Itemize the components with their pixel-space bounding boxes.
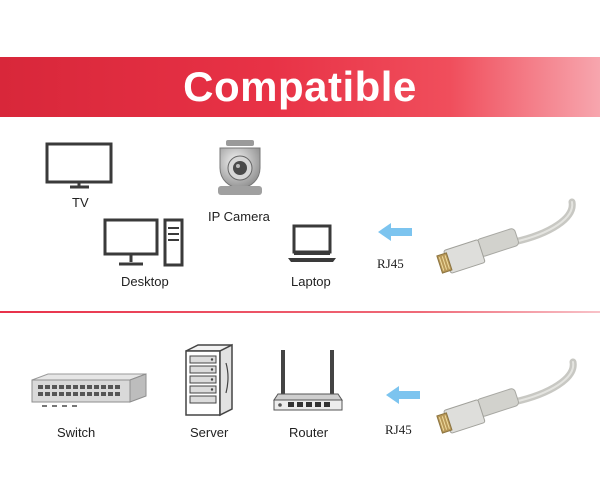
- banner-title: Compatible: [183, 63, 417, 110]
- device-label-server: Server: [190, 425, 229, 440]
- device-label-tv: TV: [72, 195, 89, 210]
- arrow-left-icon: [378, 223, 412, 241]
- ip-camera-icon: [218, 140, 262, 195]
- section-divider: [0, 311, 600, 313]
- laptop-icon: [288, 224, 336, 262]
- device-label-laptop: Laptop: [291, 274, 331, 289]
- arrow-left-icon: [386, 386, 420, 404]
- desktop-computer-icon: [103, 218, 184, 267]
- wifi-router-icon: [273, 350, 343, 411]
- device-label-ip-camera: IP Camera: [208, 209, 270, 224]
- network-switch-icon: [31, 373, 147, 407]
- ethernet-cable-icon: [436, 358, 577, 434]
- device-label-router: Router: [289, 425, 329, 440]
- connector-label-rj45: RJ45: [377, 256, 404, 271]
- ethernet-cable-icon: [436, 198, 576, 274]
- compatible-banner: [0, 57, 600, 117]
- device-label-switch: Switch: [57, 425, 96, 440]
- server-rack-icon: [185, 343, 233, 417]
- device-label-desktop: Desktop: [121, 274, 169, 289]
- tv-icon: [45, 142, 113, 189]
- connector-label-rj45: RJ45: [385, 422, 412, 437]
